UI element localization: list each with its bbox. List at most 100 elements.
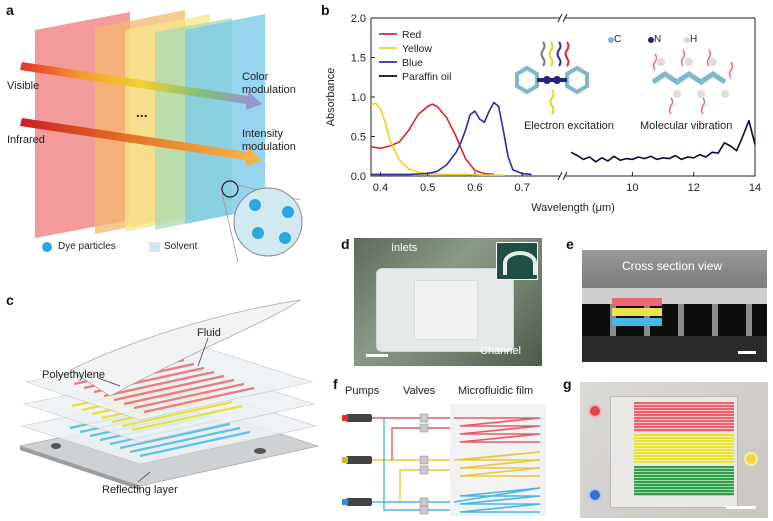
- carbon-key: [608, 37, 614, 43]
- legend-label: Yellow: [402, 43, 432, 55]
- panel-c-exploded-view: [18, 299, 320, 490]
- device-photo: [354, 238, 542, 366]
- microfluidic-film-label: Microfluidic film: [458, 385, 534, 397]
- dye-particle: [252, 227, 264, 239]
- inlet-port: [588, 488, 602, 502]
- x-tick-label: 12: [688, 182, 700, 194]
- y-axis-label: Absorbance: [325, 68, 337, 127]
- azo-dye-molecule: [515, 41, 589, 115]
- polyethylene-label: Polyethylene: [42, 369, 105, 381]
- inlet-port: [588, 404, 602, 418]
- red-fluid-layer: [612, 298, 662, 306]
- pump: [342, 414, 372, 422]
- cross-section-label: Cross section view: [622, 259, 723, 273]
- x-tick-label: 14: [749, 182, 761, 194]
- blue-sheet: [185, 14, 265, 224]
- valves-label: Valves: [403, 385, 436, 397]
- bent-film-inset: [496, 242, 538, 280]
- red-stripes: [634, 402, 734, 432]
- valve: [419, 423, 429, 433]
- valve: [419, 505, 429, 515]
- dye-particle: [249, 199, 261, 211]
- electron-excitation-label: Electron excitation: [524, 120, 614, 132]
- yellow-serpentine: [453, 451, 541, 477]
- dye-particle: [282, 206, 294, 218]
- scale-bar: [366, 354, 388, 357]
- series-line-red: [371, 103, 494, 176]
- y-tick-label: 1.0: [351, 92, 366, 104]
- y-tick-label: 0.0: [351, 171, 366, 183]
- legend-dye-label: Dye particles: [58, 241, 116, 252]
- legend-solvent-swatch: [149, 242, 160, 252]
- panel-label-d: d: [341, 236, 350, 252]
- axis-break-mark: [562, 171, 568, 181]
- device-channel-area: [414, 280, 478, 340]
- dye-particle: [279, 232, 291, 244]
- scale-bar: [738, 351, 756, 354]
- infrared-label: Infrared: [7, 134, 45, 146]
- outlet-port: [744, 452, 758, 466]
- panel-label-b: b: [321, 2, 330, 18]
- molecule-inset: [515, 37, 734, 115]
- blue-fluid-layer: [612, 318, 662, 326]
- yellow-stripes: [634, 434, 734, 464]
- paraffin-molecule: [651, 49, 734, 115]
- pump: [342, 456, 372, 464]
- valve: [419, 455, 429, 465]
- legend-dye-swatch: [42, 242, 52, 252]
- x-tick-label: 0.5: [420, 182, 435, 194]
- y-tick-label: 0.5: [351, 132, 366, 144]
- x-tick-label: 0.6: [467, 182, 482, 194]
- nitrogen-key-label: N: [654, 34, 662, 45]
- visible-arrow: [20, 62, 262, 110]
- blue-serpentine: [453, 487, 541, 513]
- nitrogen-key: [648, 37, 654, 43]
- carbon-key-label: C: [614, 34, 622, 45]
- hydrogen-key-label: H: [690, 34, 698, 45]
- ellipsis: ...: [136, 104, 148, 120]
- legend-solvent-label: Solvent: [164, 241, 198, 252]
- fluid-label: Fluid: [197, 327, 221, 339]
- panel-label-a: a: [6, 2, 14, 18]
- y-tick-label: 1.5: [351, 53, 366, 65]
- panel-label-f: f: [333, 376, 338, 392]
- infrared-arrow: [20, 118, 262, 166]
- series-line-blue: [371, 101, 532, 176]
- colored-device-photo: [580, 382, 768, 518]
- red-serpentine: [454, 417, 541, 443]
- pump: [342, 498, 372, 506]
- panel-label-e: e: [566, 236, 574, 252]
- legend-label: Paraffin oil: [402, 71, 451, 83]
- legend-label: Red: [402, 29, 421, 41]
- hydrogen-key: [684, 37, 690, 43]
- series-line-paraffin-oil: [570, 119, 756, 163]
- panel-f-schematic: [342, 404, 546, 516]
- x-tick-label: 0.7: [515, 182, 530, 194]
- axis-break-mark: [557, 171, 563, 181]
- valve: [419, 497, 429, 507]
- x-tick-label: 10: [626, 182, 638, 194]
- y-tick-label: 2.0: [351, 13, 366, 25]
- valve: [419, 465, 429, 475]
- scale-bar: [726, 506, 756, 509]
- channel-label: Channel: [480, 345, 521, 357]
- valve: [419, 413, 429, 423]
- zoom-detail-circle: [233, 187, 303, 257]
- panel-a-diagram: [20, 10, 303, 262]
- legend-label: Blue: [402, 57, 423, 69]
- inlets-label: Inlets: [391, 242, 418, 254]
- reflecting-layer-label: Reflecting layer: [102, 484, 178, 496]
- pumps-label: Pumps: [345, 385, 380, 397]
- x-axis-label: Wavelength (μm): [531, 202, 615, 214]
- yellow-fluid-layer: [612, 308, 662, 316]
- axis-break-mark: [557, 13, 563, 23]
- axis-break-mark: [562, 13, 568, 23]
- x-tick-label: 0.4: [373, 182, 388, 194]
- polyethylene-film: [69, 299, 302, 397]
- green-stripes: [634, 466, 734, 496]
- series-line-yellow: [371, 102, 504, 176]
- panel-label-c: c: [6, 292, 14, 308]
- zoom-circle: [221, 180, 239, 198]
